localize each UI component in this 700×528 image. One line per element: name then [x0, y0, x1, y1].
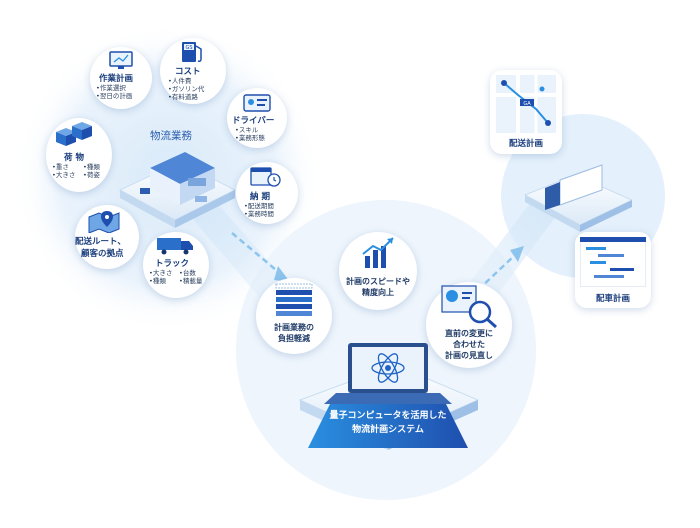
- truck-item-2: •種類: [149, 277, 166, 285]
- nouki-title: 納 期: [250, 192, 270, 202]
- map-badge: GA: [523, 101, 531, 107]
- truck-cab: [545, 182, 560, 210]
- bubble-haisou: GA 配送計画: [490, 70, 562, 154]
- warehouse-door: [188, 178, 206, 186]
- futan-line-1: 計画業務の: [274, 323, 314, 332]
- system-pill: [308, 404, 468, 448]
- minaoshi-line-1: 直前の変更に: [445, 329, 493, 338]
- cost-item-1: •人件費: [168, 77, 192, 85]
- speed-line-1: 計画のスピードや: [346, 277, 410, 286]
- truck-title: トラック: [155, 259, 190, 269]
- gantt-chart-icon: [580, 237, 646, 287]
- sakugyo-item-1: •作業選択: [96, 84, 126, 92]
- nimotsu-title: 荷 物: [64, 153, 84, 163]
- nouki-item-2: •業務時間: [244, 210, 274, 218]
- laptop-base: [324, 393, 452, 404]
- map-pin-icon: [88, 211, 120, 233]
- gas-pump-label: GS: [185, 45, 192, 51]
- route-title-2: 顧客の拠点: [81, 249, 124, 259]
- bubble-cost: GS コスト •人件費 •ガソリン代 •有料道路: [160, 38, 226, 104]
- atom-orbit-2: [377, 353, 399, 383]
- nimotsu-item-2: •大きさ: [52, 171, 76, 179]
- arrow-left-dashes: [231, 232, 283, 276]
- sakugyo-title: 作業計画: [99, 74, 134, 84]
- bubble-nimotsu: 荷 物 •重さ •大きさ •種類 •荷姿: [46, 118, 112, 192]
- warehouse-forklift: [140, 188, 150, 194]
- bubble-haisha: 配車計画: [575, 232, 651, 308]
- growth-chart-icon: [362, 237, 394, 268]
- right-platform-side: [525, 195, 580, 232]
- warehouse-boxes: [195, 196, 207, 202]
- id-card-icon: [243, 94, 271, 112]
- bubble-speed: 計画のスピードや 精度向上: [339, 232, 417, 310]
- left-platform-side: [120, 190, 175, 228]
- bubble-driver: ドライバー •スキル •業務形態: [227, 88, 287, 148]
- haisha-title: 配車計画: [595, 294, 630, 304]
- system-line-1: 量子コンピュータを活用した: [329, 411, 447, 421]
- truck-item-3: •台数: [179, 269, 196, 277]
- right-platform-side2: [580, 200, 632, 232]
- calendar-clock-icon: [250, 167, 281, 187]
- driver-item-2: •業務形態: [235, 134, 265, 142]
- arrow-right-dashes: [477, 254, 516, 291]
- nimotsu-item-4: •荷姿: [83, 171, 100, 179]
- minaoshi-line-3: 計画の見直し: [445, 351, 493, 360]
- speed-line-2: 精度向上: [362, 288, 394, 297]
- stacked-documents-icon: [275, 283, 313, 316]
- analysis-magnifier-icon: [441, 285, 497, 328]
- driver-item-1: •スキル: [235, 126, 259, 134]
- bubble-nouki: 納 期 •配送期間 •業務時間: [236, 162, 298, 224]
- atom-orbit-1: [371, 361, 405, 375]
- logistics-label: 物流業務: [150, 130, 192, 142]
- cost-item-3: •有料道路: [168, 93, 198, 101]
- gas-pump-icon: GS: [182, 42, 202, 62]
- bubble-truck: トラック •大きさ •種類 •台数 •積載量: [143, 232, 209, 298]
- minaoshi-line-2: 合わせた: [453, 340, 485, 349]
- nimotsu-item-3: •種類: [83, 163, 100, 171]
- bubble-futan: 計画業務の 負担軽減: [256, 278, 332, 354]
- bubble-route: 配送ルート、 顧客の拠点: [75, 205, 139, 269]
- cost-item-2: •ガソリン代: [168, 85, 205, 93]
- driver-title: ドライバー: [232, 116, 275, 126]
- haisou-title: 配送計画: [508, 139, 543, 149]
- bubble-minaoshi: 直前の変更に 合わせた 計画の見直し: [426, 282, 512, 368]
- left-platform-side2: [175, 190, 235, 228]
- route-map-icon: GA: [496, 75, 556, 133]
- nouki-item-1: •配送期間: [244, 202, 274, 210]
- nimotsu-item-1: •重さ: [52, 163, 69, 171]
- arrow-right-head: [510, 246, 524, 262]
- truck-item-4: •積載量: [179, 277, 203, 285]
- route-title-1: 配送ルート、: [75, 237, 126, 247]
- cost-title: コスト: [175, 67, 201, 77]
- atom-nucleus: [385, 365, 391, 371]
- truck-item-1: •大きさ: [149, 269, 173, 277]
- atom-orbit-3: [377, 353, 399, 383]
- warehouse-front: [150, 168, 180, 205]
- monitor-icon: [109, 51, 133, 69]
- bubble-sakugyo: 作業計画 •作業選択 •翌日の計画: [90, 47, 152, 109]
- boxes-icon: [56, 122, 92, 146]
- truck-icon: [157, 238, 193, 255]
- sakugyo-item-2: •翌日の計画: [96, 92, 133, 100]
- futan-line-2: 負担軽減: [278, 334, 310, 343]
- warehouse-roof: [150, 152, 215, 184]
- warehouse-side: [180, 168, 215, 205]
- system-line-2: 物流計画システム: [352, 425, 424, 435]
